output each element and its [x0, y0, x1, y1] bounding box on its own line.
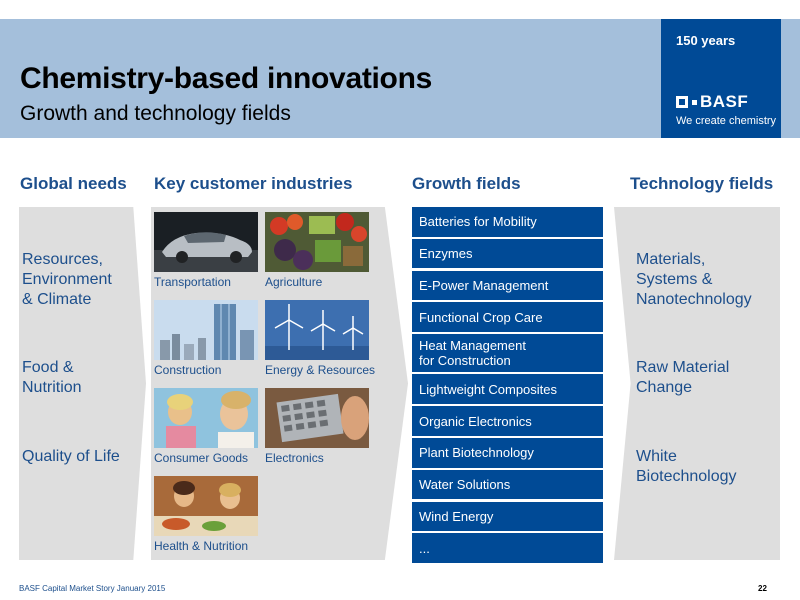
- column-heading-key-industries: Key customer industries: [154, 174, 353, 193]
- agriculture-image: [265, 212, 369, 272]
- electronics-image: [265, 388, 369, 448]
- logo-wordmark: BASF: [700, 92, 749, 111]
- consumer-goods-image: [154, 388, 258, 448]
- logo-dot-icon: [692, 99, 697, 105]
- growth-field-more: ...: [412, 533, 603, 563]
- logo-square-icon: [676, 96, 688, 108]
- footer-caption: BASF Capital Market Story January 2015: [19, 584, 166, 593]
- growth-field-enzymes: Enzymes: [412, 238, 603, 269]
- global-need-quality-of-life: Quality of Life: [22, 448, 120, 465]
- growth-field-crop-care: Functional Crop Care: [412, 302, 603, 332]
- anniversary-label: 150 years: [676, 33, 736, 48]
- global-need-resources: Resources, Environment & Climate: [22, 251, 112, 308]
- industry-label-agriculture: Agriculture: [265, 275, 323, 289]
- growth-field-wind-energy: Wind Energy: [412, 501, 603, 532]
- growth-field-e-power: E-Power Management: [412, 270, 603, 301]
- growth-field-batteries: Batteries for Mobility: [412, 207, 603, 237]
- construction-image: [154, 300, 258, 360]
- growth-field-heat-management: Heat Management for Construction: [412, 334, 603, 373]
- global-needs-panel: [19, 207, 146, 560]
- column-heading-global-needs: Global needs: [20, 174, 127, 193]
- technology-field-materials: Materials, Systems & Nanotechnology: [636, 251, 752, 308]
- technology-fields-panel: [614, 207, 780, 560]
- technology-field-white-biotech: White Biotechnology: [636, 448, 737, 485]
- transportation-image: [154, 212, 258, 272]
- growth-field-composites: Lightweight Composites: [412, 374, 603, 404]
- technology-field-raw-material: Raw Material Change: [636, 359, 730, 396]
- basf-logo: BASF: [676, 92, 748, 112]
- growth-field-water-solutions: Water Solutions: [412, 469, 603, 500]
- column-heading-growth-fields: Growth fields: [412, 174, 521, 193]
- growth-fields-list: Batteries for Mobility Enzymes E-Power M…: [412, 207, 603, 565]
- basf-logo-box: 150 years BASF We create chemistry: [661, 19, 781, 138]
- page-subtitle: Growth and technology fields: [20, 102, 291, 125]
- page-title: Chemistry-based innovations: [20, 62, 432, 95]
- health-nutrition-image: [154, 476, 258, 536]
- growth-field-organic-electronics: Organic Electronics: [412, 406, 603, 436]
- energy-resources-image: [265, 300, 369, 360]
- industry-label-transportation: Transportation: [154, 275, 231, 289]
- logo-tagline: We create chemistry: [676, 115, 777, 127]
- industry-label-energy-resources: Energy & Resources: [265, 363, 376, 377]
- page-number: 22: [758, 584, 767, 593]
- growth-field-plant-biotech: Plant Biotechnology: [412, 438, 603, 468]
- global-need-food: Food & Nutrition: [22, 359, 82, 396]
- column-heading-technology-fields: Technology fields: [630, 174, 774, 193]
- industry-label-consumer-goods: Consumer Goods: [154, 451, 249, 465]
- industry-label-health-nutrition: Health & Nutrition: [154, 539, 249, 553]
- industry-label-electronics: Electronics: [265, 451, 324, 465]
- industry-label-construction: Construction: [154, 363, 222, 377]
